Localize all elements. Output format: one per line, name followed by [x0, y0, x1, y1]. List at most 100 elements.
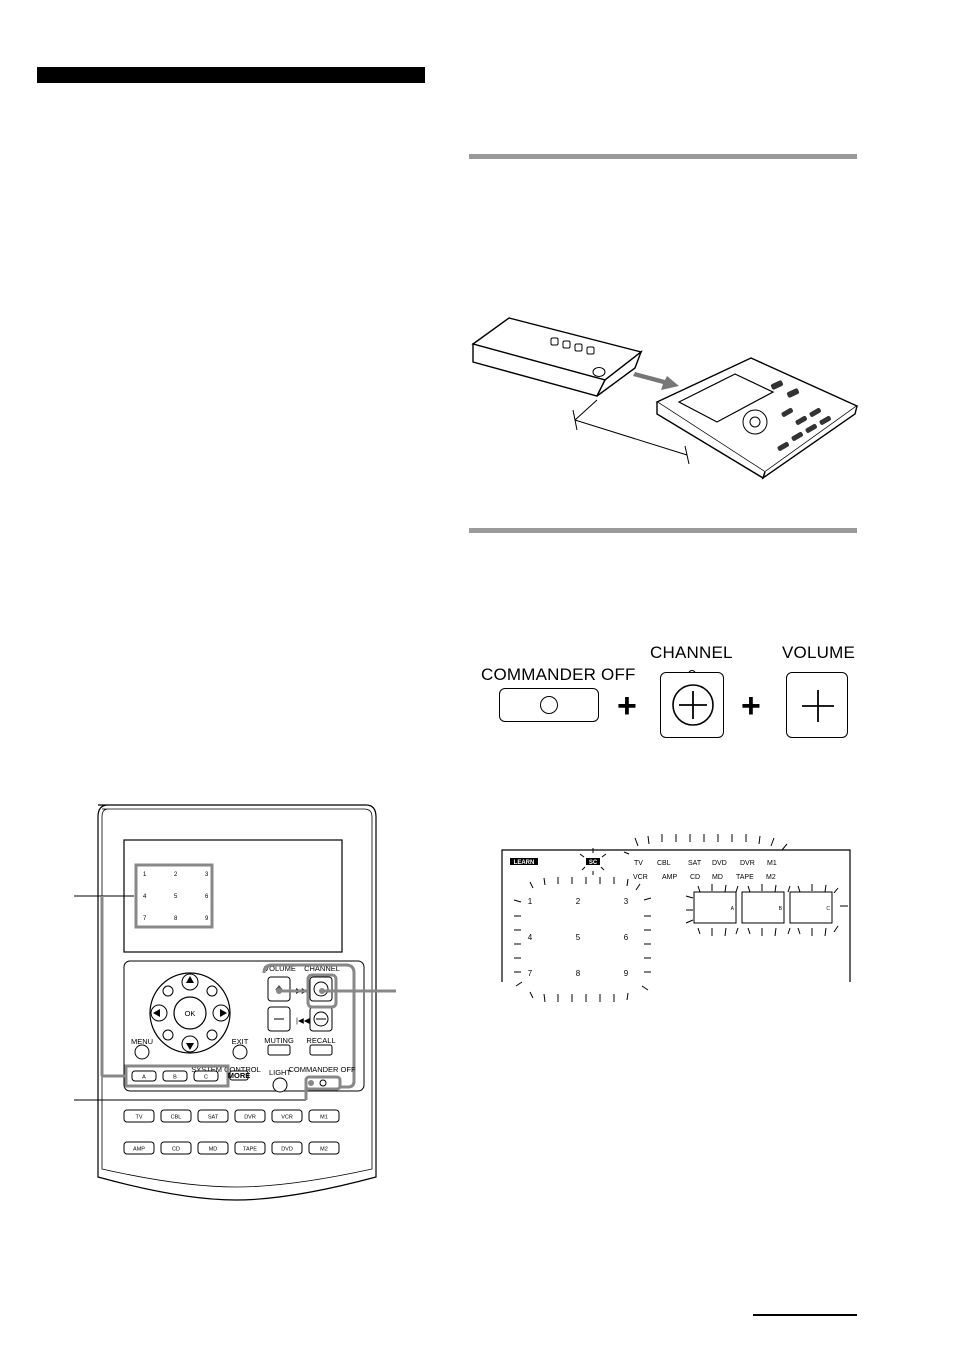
lcd-device-sat: SAT [688, 860, 702, 867]
lcd-soft-key-b [741, 891, 785, 924]
device-button-label: TAPE [243, 1147, 257, 1153]
device-button-amp [123, 1141, 155, 1155]
device-button-sat [197, 1109, 229, 1123]
screen-key-6: 6 [205, 894, 209, 900]
device-button-label: DVR [244, 1115, 256, 1121]
svg-text:|◀◀: |◀◀ [296, 1016, 311, 1025]
channel-small-label: CHANNEL [304, 964, 340, 973]
device-button-dvr [234, 1109, 266, 1123]
lcd-device-dvd: DVD [712, 860, 727, 867]
lcd-device-m1: M1 [767, 860, 777, 867]
system-button-label: A [142, 1075, 146, 1081]
commander-off-button [499, 688, 599, 722]
lcd-device-dvr: DVR [740, 860, 755, 867]
source-remote [471, 317, 643, 397]
ir-direction-arrow [633, 372, 679, 390]
device-button-label: CBL [171, 1115, 182, 1121]
muting-label: MUTING [264, 1036, 294, 1045]
system-button-label: B [173, 1075, 177, 1081]
lcd-key-9: 9 [624, 969, 629, 978]
lcd-device-vcr: VCR [633, 874, 648, 881]
commander-off-small-label: COMMANDER OFF [288, 1065, 355, 1074]
channel-plus-button [660, 672, 724, 738]
soft-key-blink-marks [685, 884, 848, 937]
step-divider-1 [469, 154, 857, 159]
device-button-tape [234, 1141, 266, 1155]
screen-key-9: 9 [205, 916, 209, 922]
device-button-label: M2 [320, 1147, 328, 1153]
lcd-key-3: 3 [624, 897, 629, 906]
device-button-vcr [271, 1109, 303, 1123]
page-footer-rule [753, 1314, 857, 1316]
navigation-pad: OK [149, 972, 231, 1054]
ir-learning-illustration [471, 317, 859, 480]
lcd-key-4: 4 [528, 933, 533, 942]
more-label: MORE [228, 1071, 251, 1080]
learn-badge [510, 858, 538, 865]
device-blink-marks [623, 834, 788, 855]
device-button-tv [123, 1109, 155, 1123]
lcd-soft-key-a [693, 891, 737, 924]
system-button-c [193, 1070, 219, 1082]
device-button-dvd [271, 1141, 303, 1155]
device-button-m1 [308, 1109, 340, 1123]
sc-blink-marks [579, 848, 607, 875]
exit-label: EXIT [232, 1037, 249, 1046]
lcd-soft-key-label: C [826, 906, 830, 912]
sc-text: SC [589, 860, 598, 866]
lcd-soft-key-c [789, 891, 833, 924]
lcd-device-cbl: CBL [657, 860, 671, 867]
device-button-label: M1 [320, 1115, 328, 1121]
device-button-cd [160, 1141, 192, 1155]
ok-label: OK [185, 1009, 196, 1018]
lcd-key-1: 1 [528, 897, 533, 906]
device-button-label: MD [209, 1147, 218, 1153]
device-button-label: TV [135, 1115, 142, 1121]
lcd-key-7: 7 [528, 969, 533, 978]
device-button-label: DVD [281, 1147, 293, 1153]
channel-label: CHANNEL [650, 643, 733, 662]
device-button-m2 [308, 1141, 340, 1155]
screen-key-5: 5 [174, 894, 178, 900]
volume-label: VOLUME [782, 643, 855, 662]
menu-label: MENU [131, 1037, 153, 1046]
volume-small-label: VOLUME [264, 964, 296, 973]
device-button-md [197, 1141, 229, 1155]
circle-icon [540, 696, 558, 714]
lcd-soft-key-label: A [731, 906, 735, 912]
section-heading-bar [37, 67, 425, 83]
plus-icon [802, 690, 834, 722]
system-button-label: C [204, 1075, 208, 1081]
screen-key-2: 2 [174, 872, 178, 878]
keypad-blink-marks [513, 877, 652, 1003]
learn-text: LEARN [514, 860, 535, 866]
commander-off-label: COMMANDER OFF [481, 665, 636, 684]
plus-sign: + [741, 687, 761, 725]
screen-key-8: 8 [174, 916, 178, 922]
device-button-label: CD [172, 1147, 180, 1153]
system-control-label: SYSTEM CONTROL [191, 1065, 261, 1074]
system-control-buttons: A B C [131, 1070, 219, 1082]
lcd-soft-key-label: B [779, 906, 783, 912]
lcd-device-cd: CD [690, 874, 700, 881]
screen-key-1: 1 [143, 872, 147, 878]
device-button-cbl [160, 1109, 192, 1123]
lcd-soft-keys: A B C [693, 891, 833, 924]
lcd-key-2: 2 [576, 897, 581, 906]
system-button-b [162, 1070, 188, 1082]
screen-key-7: 7 [143, 916, 147, 922]
lcd-key-5: 5 [576, 933, 581, 942]
lcd-device-tape: TAPE [736, 874, 754, 881]
lcd-device-amp: AMP [662, 874, 678, 881]
step-divider-2 [469, 528, 857, 533]
lcd-device-m2: M2 [766, 874, 776, 881]
volume-plus-button [786, 672, 848, 738]
sc-badge [586, 858, 600, 865]
